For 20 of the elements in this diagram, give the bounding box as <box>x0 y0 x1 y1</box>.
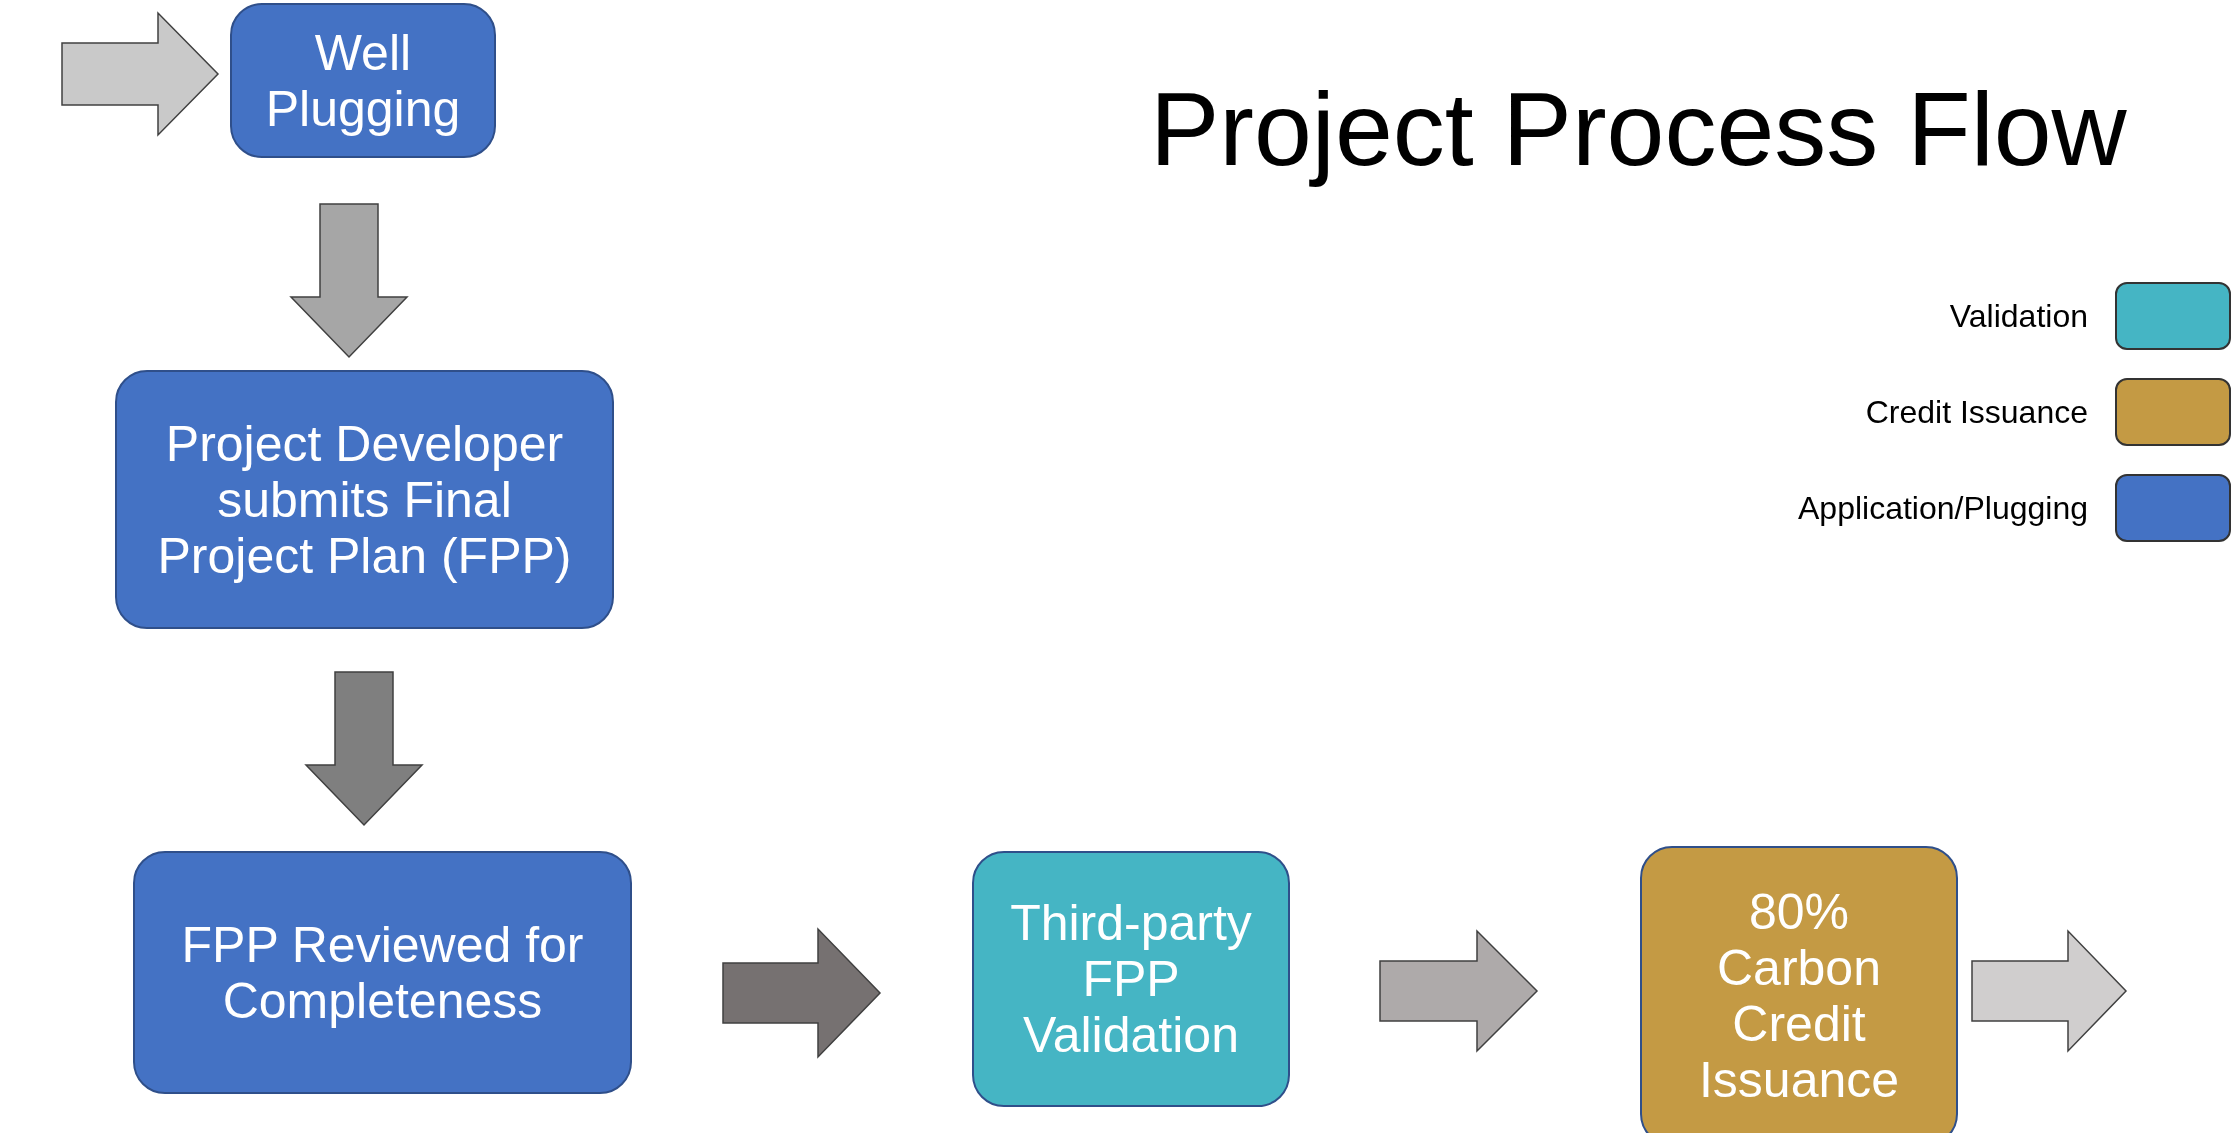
diagram-title: Project Process Flow <box>1150 70 2127 189</box>
box-text: Project Developer submits Final Project Plan (FPP) <box>156 415 573 584</box>
block-arrow <box>304 671 424 827</box>
box-text: 80% Carbon Credit Issuance <box>1697 884 1901 1108</box>
process-box <box>1640 846 1958 1133</box>
legend-label: Validation <box>1949 298 2088 335</box>
legend-label: Credit Issuance <box>1865 394 2088 431</box>
legend-label: Application/Plugging <box>1798 490 2088 527</box>
box-text: Well Plugging <box>264 24 462 137</box>
block-arrow <box>1379 929 1539 1053</box>
box-text: Third-party FPP Validation <box>1009 895 1253 1063</box>
process-box <box>115 370 614 629</box>
block-arrow <box>289 203 409 359</box>
block-arrow <box>61 11 220 137</box>
process-box <box>972 851 1290 1107</box>
process-box <box>133 851 632 1094</box>
block-arrow <box>722 927 882 1059</box>
process-box <box>230 3 496 158</box>
block-arrow <box>1971 929 2128 1053</box>
box-text: FPP Reviewed for Completeness <box>180 916 585 1029</box>
